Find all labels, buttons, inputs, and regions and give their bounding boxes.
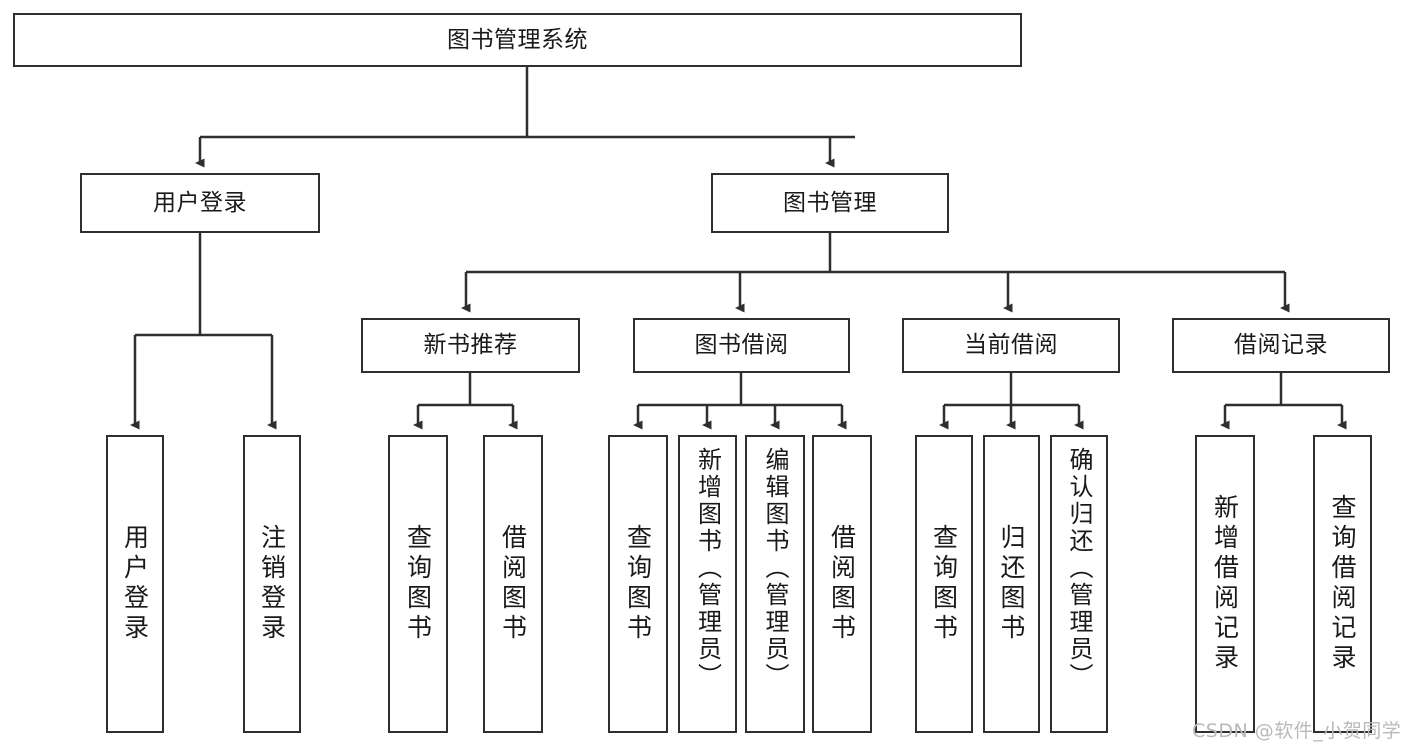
node-current-borrow-label: 当前借阅 bbox=[964, 332, 1058, 359]
node-book-manage-label: 图书管理 bbox=[783, 189, 877, 216]
node-new-book-rec-label: 新书推荐 bbox=[423, 332, 518, 359]
node-leaf-logout-label: 注销登录 bbox=[257, 524, 287, 644]
node-root[interactable]: 图书管理系统 bbox=[13, 13, 1022, 67]
node-leaf-confirm-return[interactable]: 确认归还（管理员） bbox=[1050, 435, 1108, 733]
node-leaf-add-record-label: 新增借阅记录 bbox=[1210, 494, 1240, 674]
node-book-borrow[interactable]: 图书借阅 bbox=[633, 318, 850, 373]
node-leaf-return-book-label: 归还图书 bbox=[997, 524, 1026, 644]
node-borrow-record-label: 借阅记录 bbox=[1234, 332, 1328, 359]
node-user-login[interactable]: 用户登录 bbox=[80, 173, 320, 233]
node-leaf-confirm-return-label: 确认归还（管理员） bbox=[1065, 447, 1093, 690]
node-leaf-query-record-label: 查询借阅记录 bbox=[1328, 494, 1357, 674]
node-leaf-borrow-book-1[interactable]: 借阅图书 bbox=[483, 435, 543, 733]
node-leaf-logout[interactable]: 注销登录 bbox=[243, 435, 301, 733]
node-leaf-user-login[interactable]: 用户登录 bbox=[106, 435, 164, 733]
node-leaf-user-login-label: 用户登录 bbox=[120, 524, 150, 644]
node-book-borrow-label: 图书借阅 bbox=[694, 332, 789, 359]
node-leaf-query-book-1[interactable]: 查询图书 bbox=[388, 435, 448, 733]
node-leaf-return-book[interactable]: 归还图书 bbox=[983, 435, 1040, 733]
node-leaf-add-record[interactable]: 新增借阅记录 bbox=[1195, 435, 1255, 733]
node-leaf-borrow-book-2-label: 借阅图书 bbox=[827, 524, 857, 644]
node-user-login-label: 用户登录 bbox=[153, 189, 247, 216]
node-leaf-query-book-1-label: 查询图书 bbox=[403, 524, 433, 644]
node-current-borrow[interactable]: 当前借阅 bbox=[902, 318, 1120, 373]
node-leaf-query-book-2[interactable]: 查询图书 bbox=[608, 435, 668, 733]
node-leaf-add-book[interactable]: 新增图书（管理员） bbox=[678, 435, 737, 733]
node-leaf-query-record[interactable]: 查询借阅记录 bbox=[1313, 435, 1372, 733]
node-leaf-query-book-3-label: 查询图书 bbox=[929, 524, 959, 644]
node-root-label: 图书管理系统 bbox=[447, 26, 588, 53]
node-leaf-query-book-2-label: 查询图书 bbox=[623, 524, 653, 644]
node-leaf-add-book-label: 新增图书（管理员） bbox=[693, 447, 722, 690]
node-leaf-borrow-book-2[interactable]: 借阅图书 bbox=[812, 435, 872, 733]
node-new-book-rec[interactable]: 新书推荐 bbox=[361, 318, 580, 373]
node-book-manage[interactable]: 图书管理 bbox=[711, 173, 949, 233]
node-leaf-query-book-3[interactable]: 查询图书 bbox=[915, 435, 973, 733]
node-leaf-edit-book-label: 编辑图书（管理员） bbox=[761, 447, 789, 690]
node-leaf-edit-book[interactable]: 编辑图书（管理员） bbox=[745, 435, 805, 733]
node-leaf-borrow-book-1-label: 借阅图书 bbox=[498, 524, 528, 644]
csdn-watermark: CSDN @软件_小贺同学 bbox=[1192, 720, 1402, 742]
node-borrow-record[interactable]: 借阅记录 bbox=[1172, 318, 1390, 373]
